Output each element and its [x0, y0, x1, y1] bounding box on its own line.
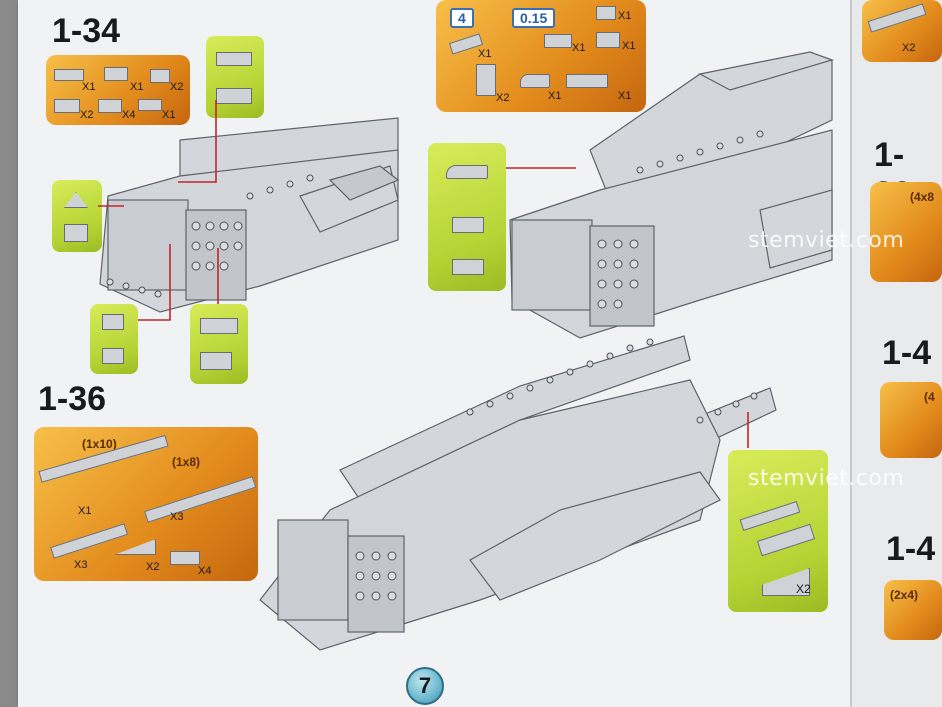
qty-label: X2 [496, 92, 510, 104]
model-1-34 [99, 117, 400, 313]
model-1-36 [259, 335, 777, 651]
size-label: (4 [924, 390, 935, 404]
qty-label: X4 [198, 565, 212, 577]
qty-label: X2 [796, 582, 811, 596]
qty-label: X1 [82, 81, 96, 93]
parts-list-1-35: 4 0.15 X1 X1 X1 X1 X2 X1 X1 [436, 0, 646, 112]
watermark: stemviet.com [748, 466, 905, 491]
qty-label: X4 [122, 109, 136, 121]
right-page-parts-1-39: (4x8 [870, 182, 942, 282]
size-label: (1x8) [172, 455, 201, 469]
qty-label: X1 [572, 42, 586, 54]
callout-1-36: X2 [728, 450, 828, 612]
callout-1-34-bottom [90, 304, 138, 374]
size-label: (1x10) [82, 437, 117, 451]
qty-label: X2 [146, 561, 160, 573]
qty-label: X1 [478, 48, 492, 60]
callout-1-34-left [52, 180, 102, 252]
qty-label: X1 [548, 90, 562, 102]
callout-1-34-bottom-right [190, 304, 248, 384]
qty-label: X2 [80, 109, 94, 121]
parts-list-1-36: (1x10) (1x8) X1 X3 X3 X2 X4 [34, 427, 258, 581]
qty-label: X3 [74, 559, 88, 571]
qty-label: X1 [130, 81, 144, 93]
right-page-parts-top: X2 [862, 0, 942, 62]
right-page-parts-1-40: (4 [880, 382, 942, 458]
step-number-1-36: 1-36 [38, 380, 107, 418]
right-page-parts-1-41: (2x4) [884, 580, 942, 640]
qty-label: X1 [622, 40, 636, 52]
watermark: stemviet.com [748, 228, 905, 253]
length-box: 4 [450, 8, 474, 28]
qty-label: X1 [618, 10, 632, 22]
parts-list-1-34: X1 X1 X2 X2 X4 X1 [46, 55, 190, 125]
model-1-35-studs [597, 130, 764, 309]
model-1-35 [509, 51, 834, 339]
assembly-arrows [98, 100, 749, 448]
size-label: (4x8 [910, 190, 935, 204]
qty-label: X1 [78, 505, 92, 517]
qty-label: X2 [170, 81, 184, 93]
step-number-1-40: 1-4 [882, 334, 932, 372]
length-box: 0.15 [512, 8, 556, 28]
qty-label: X1 [162, 109, 176, 121]
size-label: (2x4) [890, 588, 919, 602]
qty-label: X1 [618, 90, 632, 102]
qty-label: X3 [170, 511, 184, 523]
step-number-1-34: 1-34 [52, 12, 121, 50]
page-number: 7 [406, 667, 444, 705]
callout-1-35 [428, 143, 506, 291]
step-number-1-41: 1-4 [886, 530, 936, 568]
model-1-34-studs [106, 174, 314, 298]
qty-label: X2 [902, 42, 916, 54]
model-1-36-studs [355, 338, 758, 601]
